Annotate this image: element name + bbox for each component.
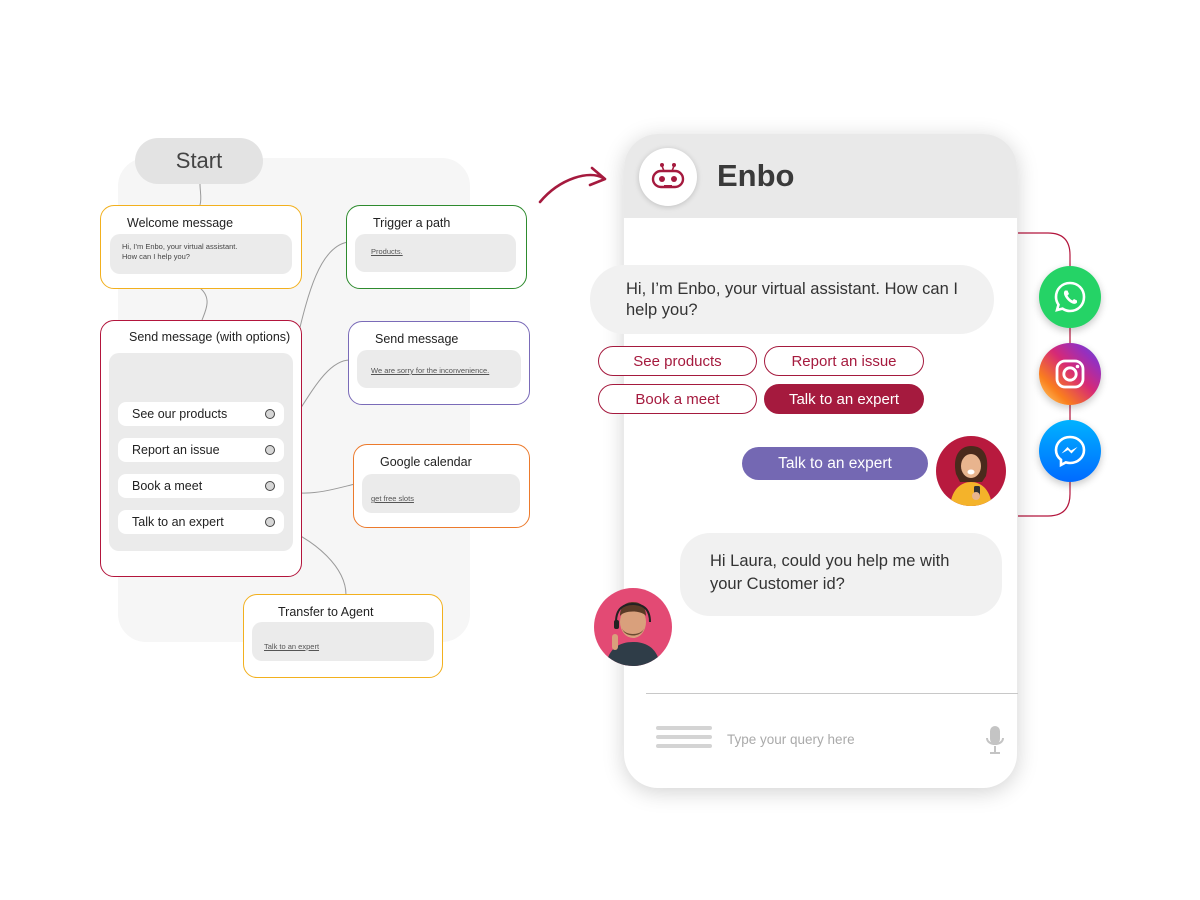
option-port[interactable] xyxy=(265,409,275,419)
trigger-path-content: Products. xyxy=(355,234,516,272)
google-calendar-node[interactable]: Google calendar get free slots xyxy=(353,444,530,528)
chat-header: Enbo xyxy=(624,134,1017,218)
whatsapp-button[interactable] xyxy=(1039,266,1101,328)
option-port[interactable] xyxy=(265,481,275,491)
microphone-icon[interactable] xyxy=(984,724,1006,756)
transfer-agent-link[interactable]: Talk to an expert xyxy=(264,642,320,651)
user-photo-icon xyxy=(950,446,992,506)
option-label: Report an issue xyxy=(132,443,220,457)
option-book-a-meet[interactable]: Book a meet xyxy=(118,474,284,498)
send-message-link[interactable]: We are sorry for the inconvenience. xyxy=(371,366,490,375)
send-message-node[interactable]: Send message We are sorry for the inconv… xyxy=(348,321,530,405)
bot-message-bubble: Hi, I’m Enbo, your virtual assistant. Ho… xyxy=(590,265,994,334)
welcome-message-title: Welcome message xyxy=(127,216,234,230)
option-port[interactable] xyxy=(265,445,275,455)
bot-name: Enbo xyxy=(717,158,795,193)
agent-message-text: Hi Laura, could you help me with your Cu… xyxy=(710,552,950,594)
google-calendar-content: get free slots xyxy=(362,474,520,513)
bot-message-text: Hi, I’m Enbo, your virtual assistant. Ho… xyxy=(626,280,958,320)
composer-divider xyxy=(646,693,1018,694)
option-report-an-issue[interactable]: Report an issue xyxy=(118,438,284,462)
option-port[interactable] xyxy=(265,517,275,527)
start-node[interactable]: Start xyxy=(135,138,263,184)
google-calendar-link[interactable]: get free slots xyxy=(371,494,414,503)
trigger-path-title: Trigger a path xyxy=(373,216,451,230)
user-message-bubble: Talk to an expert xyxy=(742,447,928,480)
quick-reply-book-a-meet[interactable]: Book a meet xyxy=(598,384,757,414)
option-label: See our products xyxy=(132,407,228,421)
whatsapp-icon xyxy=(1054,281,1086,313)
quick-reply-label: Report an issue xyxy=(791,352,897,370)
quick-reply-talk-to-an-expert[interactable]: Talk to an expert xyxy=(764,384,924,414)
agent-avatar xyxy=(594,588,672,666)
option-label: Talk to an expert xyxy=(132,515,224,529)
welcome-message-content: Hi, I’m Enbo, your virtual assistant. Ho… xyxy=(110,234,292,274)
instagram-icon xyxy=(1055,359,1085,389)
send-message-title: Send message xyxy=(375,332,459,346)
start-label: Start xyxy=(175,148,223,173)
quick-reply-see-products[interactable]: See products xyxy=(598,346,757,376)
welcome-message-node[interactable]: Welcome message Hi, I’m Enbo, your virtu… xyxy=(100,205,302,289)
quick-reply-label: See products xyxy=(633,352,722,370)
quick-reply-label: Talk to an expert xyxy=(788,390,900,408)
trigger-path-node[interactable]: Trigger a path Products. xyxy=(346,205,527,289)
flow-to-chat-arrow xyxy=(538,173,605,204)
send-options-title: Send message (with options) xyxy=(129,330,291,344)
robot-icon xyxy=(651,163,685,189)
bot-avatar xyxy=(639,148,697,206)
option-label: Book a meet xyxy=(132,479,203,493)
option-talk-to-an-expert[interactable]: Talk to an expert xyxy=(118,510,284,534)
menu-icon[interactable] xyxy=(656,726,712,752)
transfer-agent-node[interactable]: Transfer to Agent Talk to an expert xyxy=(243,594,443,678)
agent-photo-icon xyxy=(606,602,660,666)
quick-reply-report-an-issue[interactable]: Report an issue xyxy=(764,346,924,376)
user-avatar xyxy=(936,436,1006,506)
quick-reply-label: Book a meet xyxy=(635,390,720,408)
arrow-head xyxy=(588,166,607,187)
transfer-agent-content: Talk to an expert xyxy=(252,622,434,661)
option-see-our-products[interactable]: See our products xyxy=(118,402,284,426)
messenger-icon xyxy=(1054,435,1086,468)
send-message-content: We are sorry for the inconvenience. xyxy=(357,350,521,388)
chat-input[interactable] xyxy=(727,728,967,750)
transfer-agent-title: Transfer to Agent xyxy=(278,605,374,619)
user-message-text: Talk to an expert xyxy=(778,454,892,472)
agent-message-bubble: Hi Laura, could you help me with your Cu… xyxy=(680,533,1002,616)
messenger-button[interactable] xyxy=(1039,420,1101,482)
google-calendar-title: Google calendar xyxy=(380,455,472,469)
trigger-path-link[interactable]: Products. xyxy=(371,247,403,256)
instagram-button[interactable] xyxy=(1039,343,1101,405)
welcome-message-text: Hi, I’m Enbo, your virtual assistant. Ho… xyxy=(122,242,238,262)
